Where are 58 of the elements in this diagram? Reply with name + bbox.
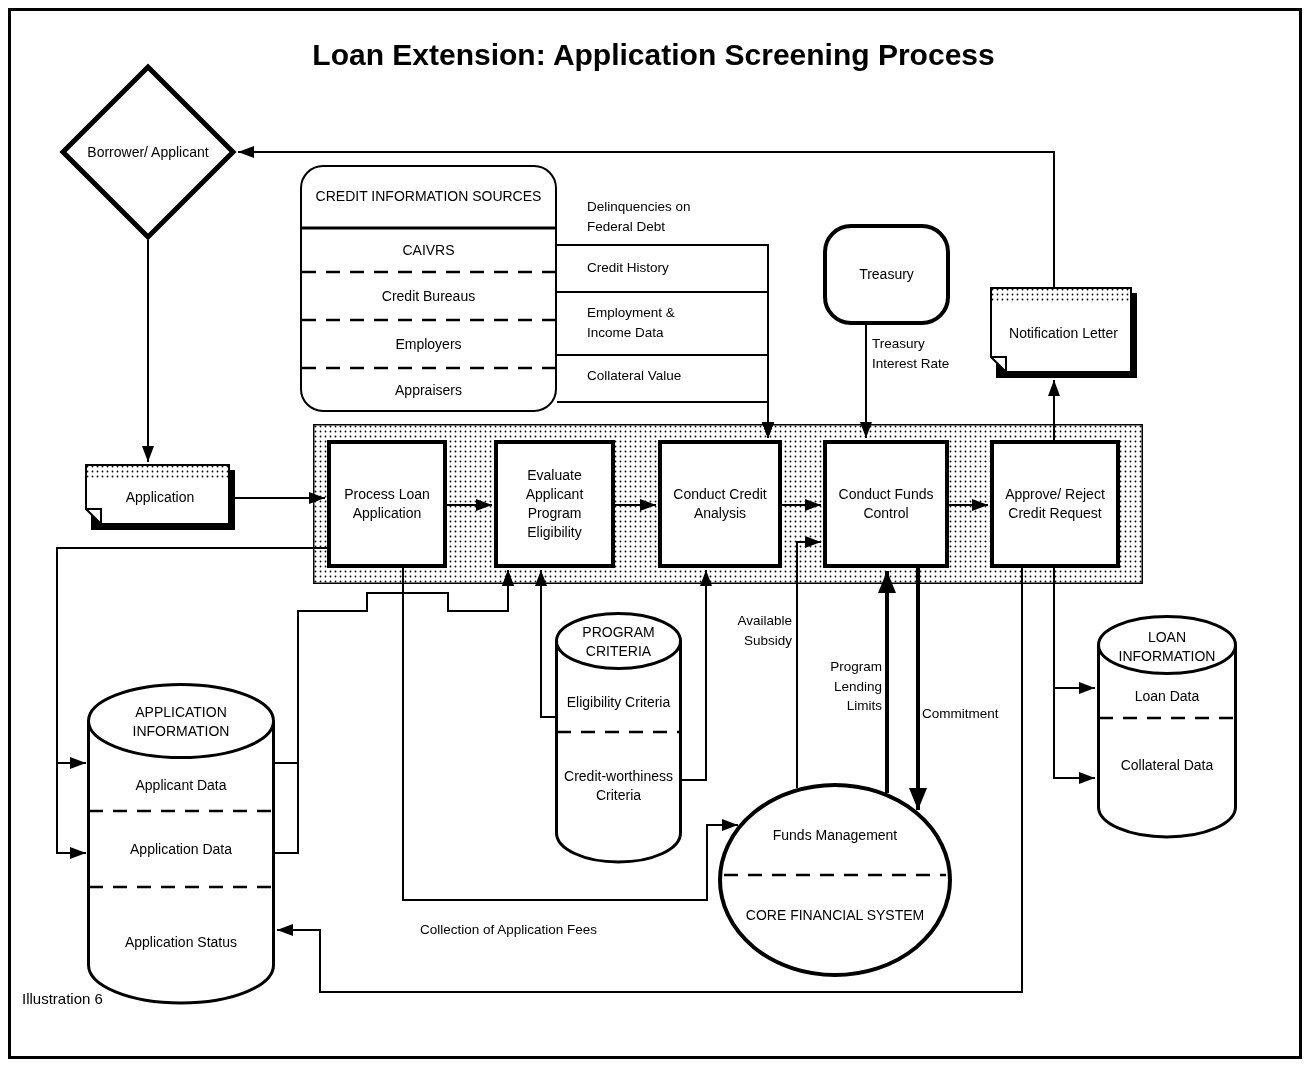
node-label: Appraisers: [394, 380, 463, 400]
process-box: [494, 440, 615, 568]
node-label: Collateral Data: [1119, 756, 1215, 775]
node-label: Conduct Credit Analysis: [672, 485, 768, 523]
node-label: Eligibility Criteria: [565, 692, 672, 712]
process-box: [658, 440, 782, 568]
node-label: APPLICATION INFORMATION: [131, 703, 231, 741]
node-label: CAIVRS: [401, 240, 456, 260]
node-label: Application Status: [123, 932, 239, 952]
node-label: Notification Letter: [1008, 323, 1119, 343]
arrow: [237, 146, 1055, 288]
node-label: Treasury: [858, 265, 915, 284]
process-box: [327, 440, 447, 568]
node-label: Loan Data: [1133, 687, 1201, 706]
arrow: [860, 324, 872, 439]
process-box: [823, 440, 949, 568]
process-box: [990, 440, 1120, 568]
diagram-title: Loan Extension: Application Screening Process: [311, 38, 996, 72]
arrow: [402, 567, 739, 901]
arrow: [878, 571, 896, 793]
arrow: [781, 499, 822, 511]
node-label: CREDIT INFORMATION SOURCES: [314, 187, 543, 206]
node-label: PROGRAM CRITERIA: [581, 623, 656, 661]
database-cylinder: [555, 612, 682, 862]
node-label: Process Loan Application: [343, 485, 431, 523]
arrow: [1048, 379, 1060, 441]
node-label: Applicant Data: [134, 775, 228, 795]
node-label: Credit-worthiness Criteria: [563, 767, 674, 805]
node-label: Funds Management: [771, 826, 899, 845]
arrow: [276, 567, 1023, 993]
caption: Illustration 6: [22, 990, 103, 1007]
arrow: [909, 568, 927, 810]
node-label: Application Data: [129, 839, 233, 859]
node-label: Evaluate Applicant Program Eligibility: [524, 466, 585, 542]
node-label: LOAN INFORMATION: [1117, 628, 1217, 666]
node-label: Application: [124, 487, 196, 507]
node-label: CORE FINANCIAL SYSTEM: [744, 906, 926, 925]
node-label: Borrower/ Applicant: [86, 142, 210, 162]
arrow: [796, 536, 822, 789]
node-label: Credit Bureaus: [380, 286, 477, 306]
decision-diamond: [60, 64, 236, 240]
rounded-box: [300, 165, 557, 412]
arrow: [142, 239, 154, 463]
node-label: Employers: [394, 334, 463, 354]
arrow: [535, 569, 556, 718]
node-label: Conduct Funds Control: [837, 485, 935, 523]
database-cylinder: [1097, 615, 1237, 837]
arrow: [234, 492, 326, 504]
ellipse: [718, 783, 952, 977]
arrow: [614, 499, 657, 511]
arrow: [948, 499, 989, 511]
rounded-box: [823, 224, 950, 325]
document-shape: [85, 464, 235, 530]
arrow: [681, 569, 712, 781]
document-shape: [990, 287, 1137, 378]
arrow: [446, 499, 493, 511]
node-label: Approve/ Reject Credit Request: [1004, 485, 1106, 523]
shaded-band: [313, 424, 1143, 584]
